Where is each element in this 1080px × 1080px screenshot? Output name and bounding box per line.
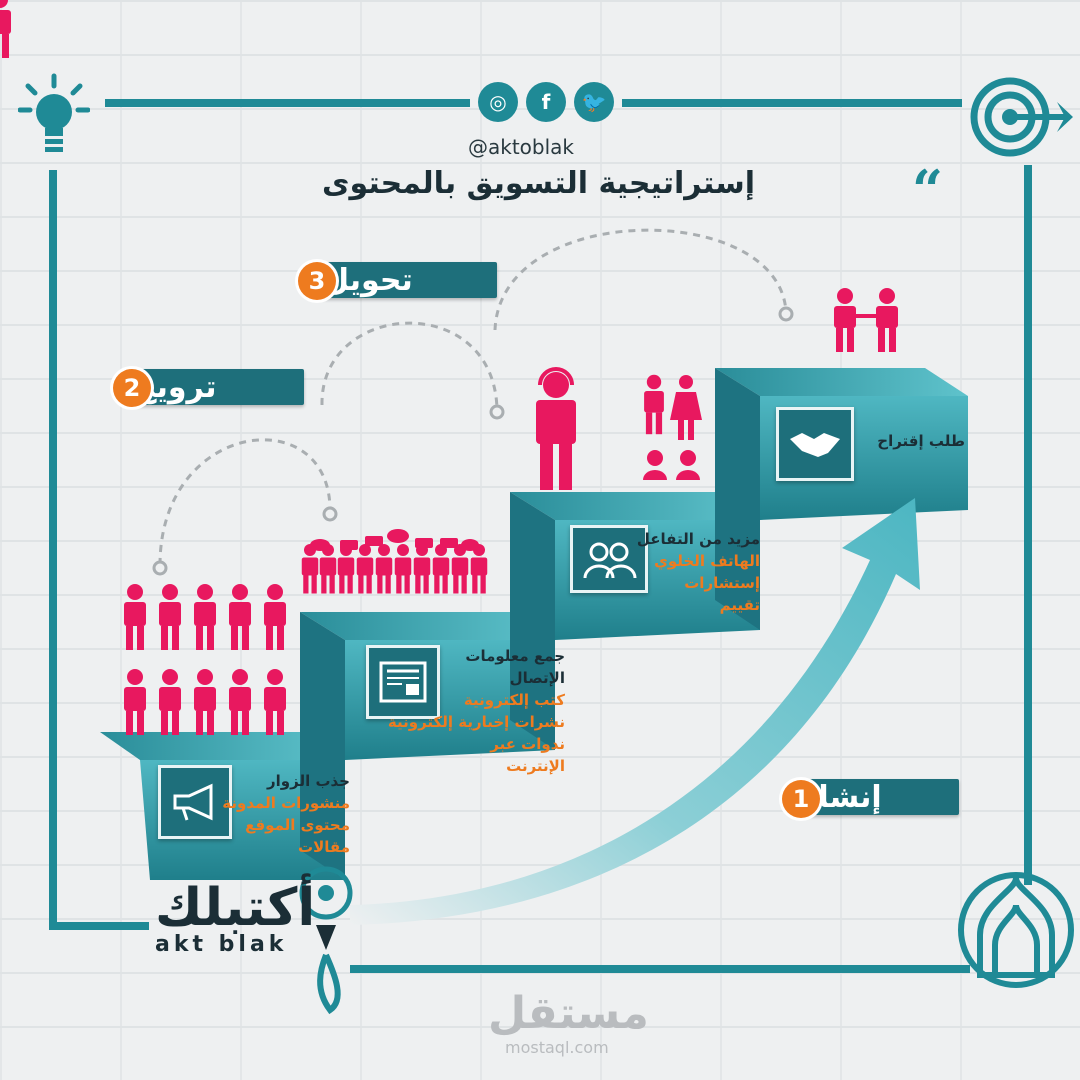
frame-top-right (622, 99, 962, 107)
step-3-text: مزيد من التفاعل الهاتف الخلوي إستشارات ت… (636, 530, 760, 614)
frame-left (49, 170, 57, 930)
social-icons: ◎ f 🐦 (478, 82, 614, 122)
stage-1-label: إنشاء (803, 779, 959, 815)
twitter-icon[interactable]: 🐦 (574, 82, 614, 122)
step-1-text: جذب الزوار منشورات المدونة محتوى الموقع … (222, 772, 350, 856)
stage-2-label: ترويج (135, 369, 304, 405)
newspaper-icon (366, 645, 440, 719)
step-4-text: طلب إقتراح (877, 432, 965, 450)
frame-right (1024, 165, 1032, 885)
stage-3-label: تحويل (323, 262, 497, 298)
watermark-logo: مستقل (488, 988, 649, 1039)
facebook-icon[interactable]: f (526, 82, 566, 122)
frame-bottom-right (350, 965, 970, 973)
watermark-url: mostaql.com (505, 1038, 609, 1057)
lightbulb-icon (18, 73, 90, 152)
step-2-text: جمع معلومات الإتصال كتب إلكترونية نشرات … (387, 647, 565, 775)
contacts-icon (570, 525, 648, 593)
frame-top-left (105, 99, 470, 107)
frame-bottom-left (49, 922, 149, 930)
brand-name-latin: akt blak (155, 932, 288, 957)
social-handle: @aktoblak (468, 135, 575, 159)
visitors-people-icon (0, 0, 11, 58)
page-title: إستراتيجية التسويق بالمحتوى (322, 166, 755, 201)
instagram-icon[interactable]: ◎ (478, 82, 518, 122)
megaphone-icon (158, 765, 232, 839)
brand-name-arabic: أكتبلك (155, 878, 316, 938)
quote-mark: “ (912, 158, 944, 222)
target-icon (970, 77, 1073, 157)
handshake-icon (776, 407, 854, 481)
stage-1-number: 1 (782, 780, 820, 818)
stage-3-number: 3 (298, 262, 336, 300)
stage-2-number: 2 (113, 369, 151, 407)
